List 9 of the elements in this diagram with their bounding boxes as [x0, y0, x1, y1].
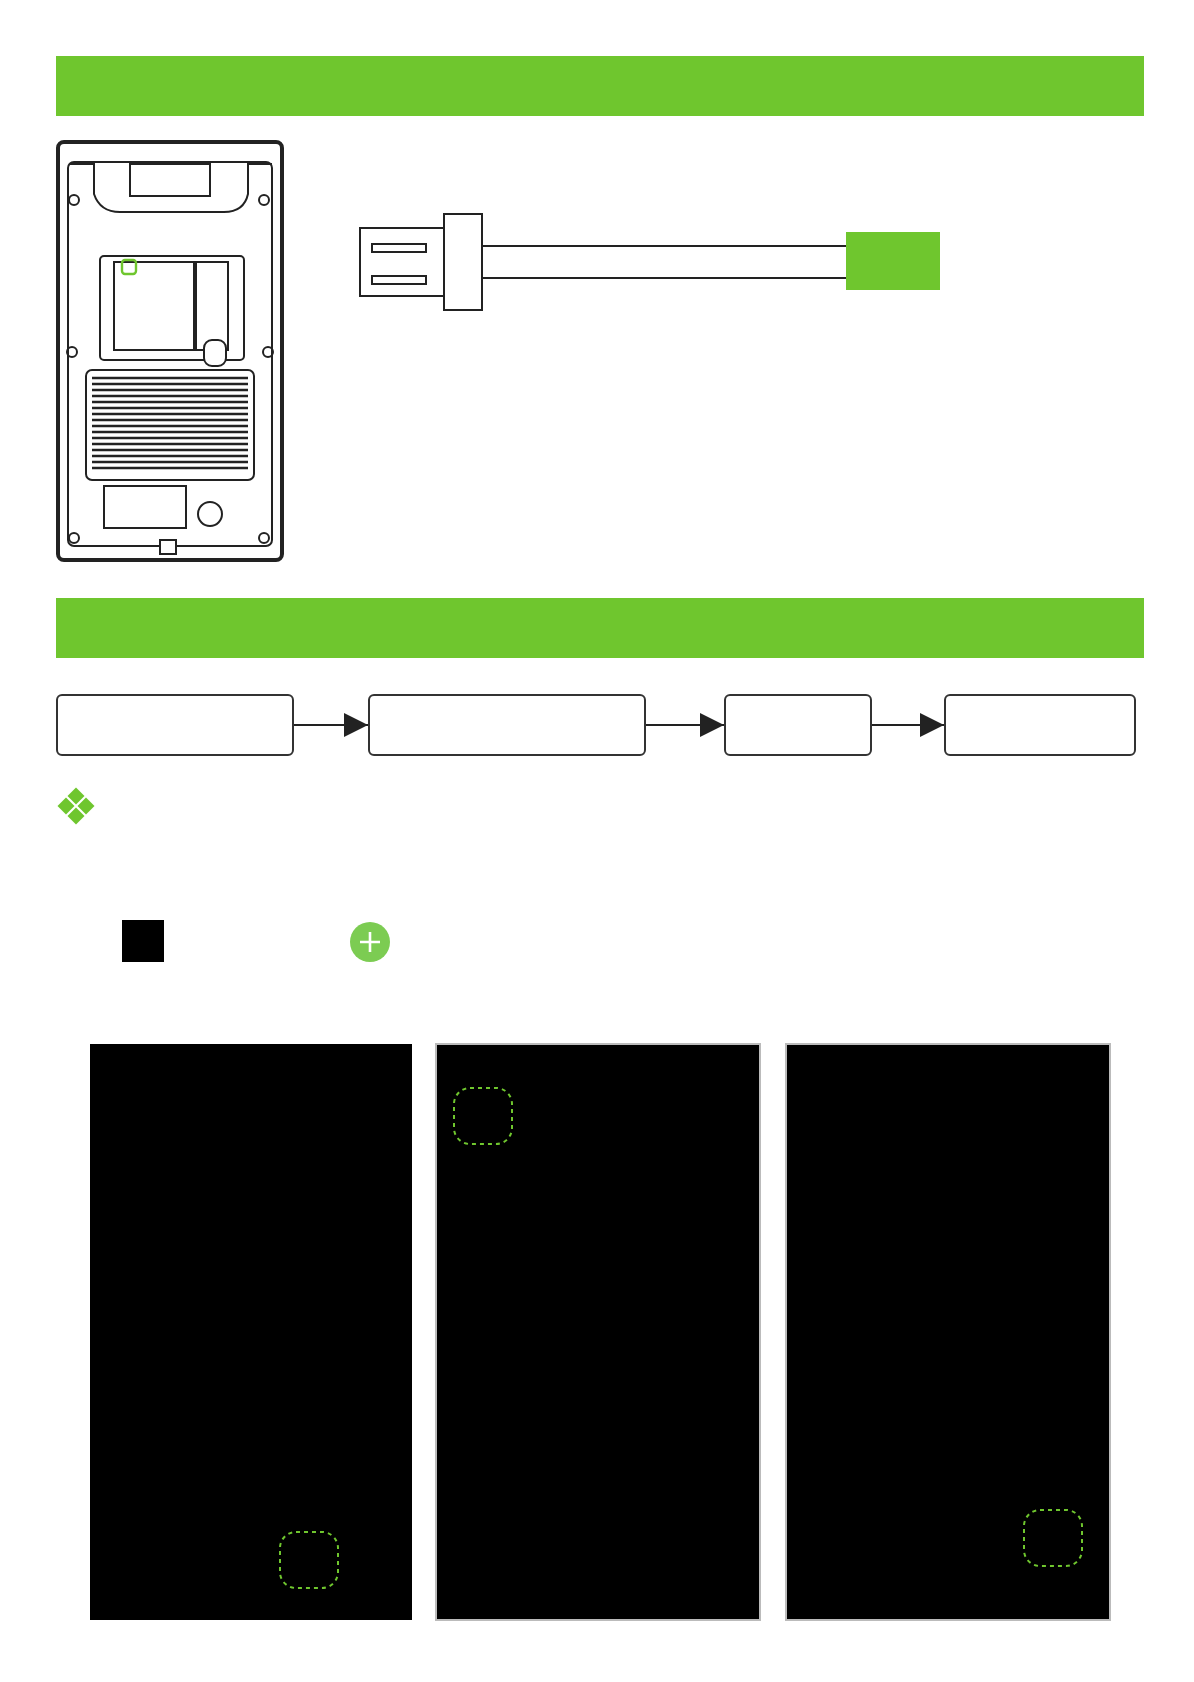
process-box	[56, 694, 294, 756]
section-banner	[56, 598, 1144, 658]
process-box	[724, 694, 872, 756]
arrow	[645, 713, 725, 737]
arrow	[293, 713, 369, 737]
section-banner	[56, 56, 1144, 116]
process-box	[368, 694, 646, 756]
process-box	[944, 694, 1136, 756]
arrow	[871, 713, 945, 737]
